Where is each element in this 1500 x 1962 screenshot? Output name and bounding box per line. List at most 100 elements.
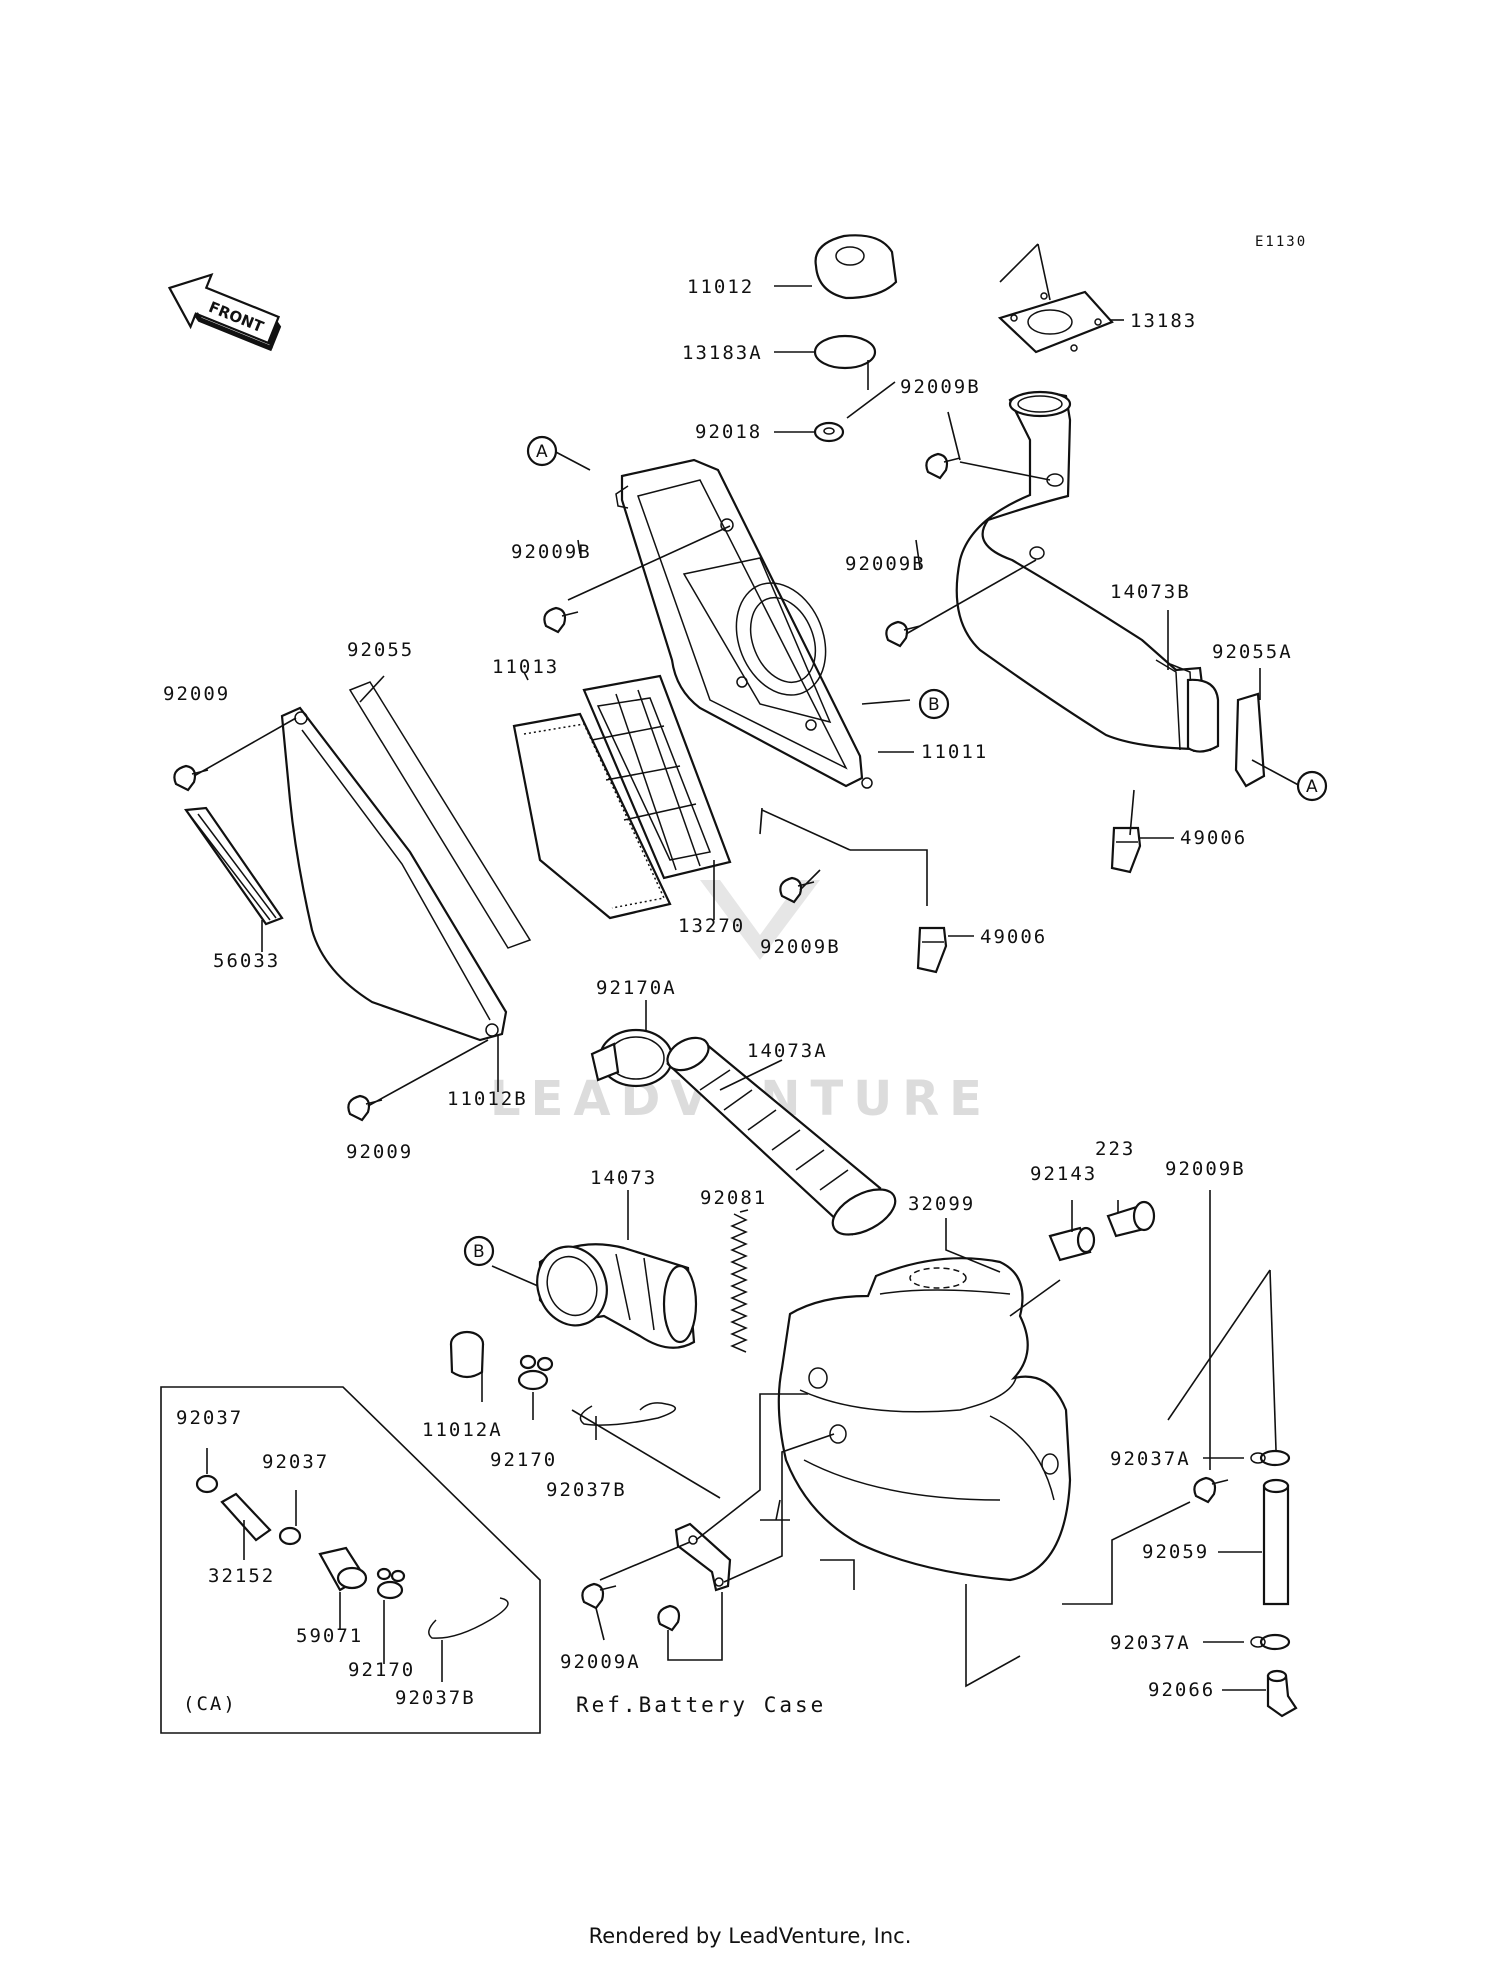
part-11012a-grommet: [449, 1330, 485, 1379]
part-14073b-duct: [955, 390, 1220, 753]
label-92018: 92018: [695, 421, 762, 443]
label-92037b-inset: 92037B: [395, 1687, 476, 1709]
part-92170-clip-inset: [376, 1567, 406, 1600]
bolt-92009-top: [173, 764, 209, 792]
label-92009b-tank: 92009B: [1165, 1158, 1246, 1180]
part-11012-cap: [814, 234, 898, 300]
part-13183-plate: [997, 290, 1114, 354]
label-11011: 11011: [921, 741, 988, 763]
part-11013-element: [512, 712, 672, 920]
label-13270: 13270: [678, 915, 745, 937]
label-92037-inset-2: 92037: [262, 1451, 329, 1473]
bolt-92009b-duct-top: [925, 452, 961, 480]
inset-box-ca: [160, 1386, 541, 1734]
part-battery-bracket: [674, 1522, 732, 1592]
bolt-92009b-tank: [1193, 1476, 1229, 1504]
label-14073b: 14073B: [1110, 581, 1191, 603]
label-92009b-housing: 92009B: [511, 541, 592, 563]
callout-b-housing: B: [918, 688, 950, 720]
part-92143-collar: [1048, 1226, 1096, 1262]
part-13183a-plate: [813, 334, 877, 370]
label-92059: 92059: [1142, 1541, 1209, 1563]
part-92170a-clamp: [590, 1028, 674, 1088]
part-59071-valve: [318, 1546, 368, 1592]
footer-credit: Rendered by LeadVenture, Inc.: [588, 1924, 912, 1948]
bolt-92009b-housing: [543, 606, 579, 634]
label-49006-center: 49006: [980, 926, 1047, 948]
part-92018-washer: [813, 421, 845, 443]
label-92081: 92081: [700, 1187, 767, 1209]
part-32152-pipe: [220, 1492, 272, 1542]
part-11012b-cover: [280, 706, 508, 1042]
label-14073: 14073: [590, 1167, 657, 1189]
part-56033-decal: [184, 806, 284, 926]
part-92066-plug: [1266, 1669, 1298, 1718]
part-92037a-clamp-bottom: [1250, 1633, 1291, 1651]
bolt-92009-bottom: [347, 1094, 383, 1122]
part-92170-clip: [517, 1354, 554, 1391]
part-92055a-gasket: [1234, 692, 1266, 788]
part-92059-hose: [1262, 1478, 1290, 1606]
label-92170: 92170: [490, 1449, 557, 1471]
part-92037-clip-inset-2: [278, 1526, 302, 1546]
callout-b-elbow: B: [463, 1235, 495, 1267]
label-92170a: 92170A: [596, 977, 677, 999]
label-59071: 59071: [296, 1625, 363, 1647]
label-92009b-frame: 92009B: [760, 936, 841, 958]
label-92037a-bottom: 92037A: [1110, 1632, 1191, 1654]
bolt-ref-battery: [657, 1604, 681, 1632]
leader-lines: [193, 285, 1305, 1691]
bolt-92009b-duct-mid: [885, 620, 921, 648]
part-13270-frame: [582, 674, 732, 880]
svg-text:A: A: [1306, 777, 1318, 797]
part-11011-housing: [615, 458, 873, 789]
label-92143: 92143: [1030, 1163, 1097, 1185]
label-92037-inset-1: 92037: [176, 1407, 243, 1429]
front-arrow-icon: FRONT: [167, 272, 282, 352]
label-11012b: 11012B: [447, 1088, 528, 1110]
label-32152: 32152: [208, 1565, 275, 1587]
label-92037b: 92037B: [546, 1479, 627, 1501]
label-inset-ca: (CA): [183, 1693, 237, 1715]
label-13183: 13183: [1130, 310, 1197, 332]
label-92009b-top: 92009B: [900, 376, 981, 398]
label-92055a: 92055A: [1212, 641, 1293, 663]
label-14073a: 14073A: [747, 1040, 828, 1062]
part-32099-tank: [777, 1257, 1072, 1582]
label-92170-inset: 92170: [348, 1659, 415, 1681]
part-14073a-duct: [666, 1036, 897, 1236]
label-32099: 32099: [908, 1193, 975, 1215]
label-92066: 92066: [1148, 1679, 1215, 1701]
label-92009a: 92009A: [560, 1651, 641, 1673]
label-11012a: 11012A: [422, 1419, 503, 1441]
label-92009-bottom: 92009: [346, 1141, 413, 1163]
part-49006-clip-right: [1110, 826, 1142, 874]
label-49006-right: 49006: [1180, 827, 1247, 849]
part-14073-elbow: [536, 1243, 698, 1349]
part-92055-gasket: [348, 681, 532, 949]
part-92037-clip-inset-1: [195, 1474, 219, 1494]
label-13183a: 13183A: [682, 342, 763, 364]
part-92037b-clamp-inset: [428, 1597, 509, 1639]
bolt-92009b-frame: [779, 876, 815, 904]
svg-text:A: A: [536, 442, 548, 462]
label-11012: 11012: [687, 276, 754, 298]
label-92009-top: 92009: [163, 683, 230, 705]
label-56033: 56033: [213, 950, 280, 972]
part-49006-clip-center: [916, 926, 948, 974]
part-92081-spring: [730, 1213, 748, 1353]
callout-a-right: A: [1296, 770, 1328, 802]
part-labels: 11012 13183A 92018 13183 92009B 92009B 9…: [163, 276, 1293, 1717]
label-92009b-duct: 92009B: [845, 553, 926, 575]
label-92037a-top: 92037A: [1110, 1448, 1191, 1470]
part-92037a-clamp-top: [1250, 1449, 1291, 1467]
diagram-code: E1130: [1255, 234, 1307, 250]
label-11013: 11013: [492, 656, 559, 678]
label-ref-battery-case: Ref.Battery Case: [576, 1693, 826, 1717]
callout-a-top: A: [526, 435, 558, 467]
bolt-92009a: [581, 1582, 617, 1610]
part-92037b-clamp: [579, 1402, 676, 1426]
label-92055: 92055: [347, 639, 414, 661]
bolt-223: [1106, 1200, 1156, 1238]
